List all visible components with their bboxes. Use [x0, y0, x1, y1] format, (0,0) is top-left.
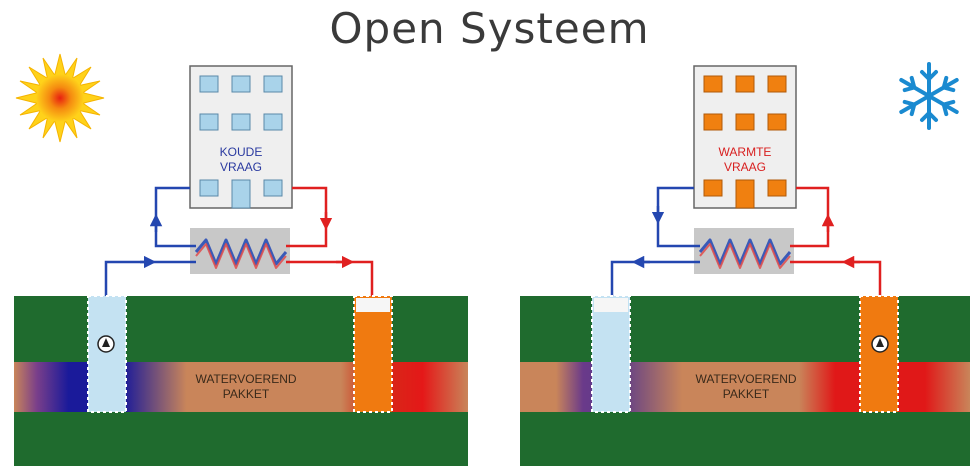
cold-pipe [610, 186, 700, 300]
heat-exchanger [694, 228, 794, 274]
building-label-line2: VRAAG [724, 160, 766, 174]
aquifer-label-line2: PAKKET [723, 387, 770, 401]
building-heat-demand: WARMTE VRAAG [693, 65, 797, 209]
diagram-title: Open Systeem [329, 4, 650, 53]
warm-well [859, 295, 899, 413]
building-label-line2: VRAAG [220, 160, 262, 174]
left-panel: KOUDE VRAAG WATERVOEREND PAKKET [14, 53, 468, 466]
cold-well [591, 295, 631, 413]
right-panel: WARMTE VRAAG WATERVOEREND PAKKET [520, 62, 970, 466]
warm-pipe [286, 186, 374, 300]
aquifer-label-line2: PAKKET [223, 387, 270, 401]
warm-well [353, 295, 393, 413]
building-label-line1: KOUDE [220, 145, 263, 159]
cold-well [87, 295, 127, 413]
aquifer-label-line1: WATERVOEREND [195, 372, 296, 386]
building-label-line1: WARMTE [719, 145, 772, 159]
snowflake-icon [899, 62, 959, 130]
heat-exchanger [190, 228, 290, 274]
building-cold-demand: KOUDE VRAAG [189, 65, 293, 209]
aquifer-label-line1: WATERVOEREND [695, 372, 796, 386]
sun-icon [15, 53, 105, 143]
